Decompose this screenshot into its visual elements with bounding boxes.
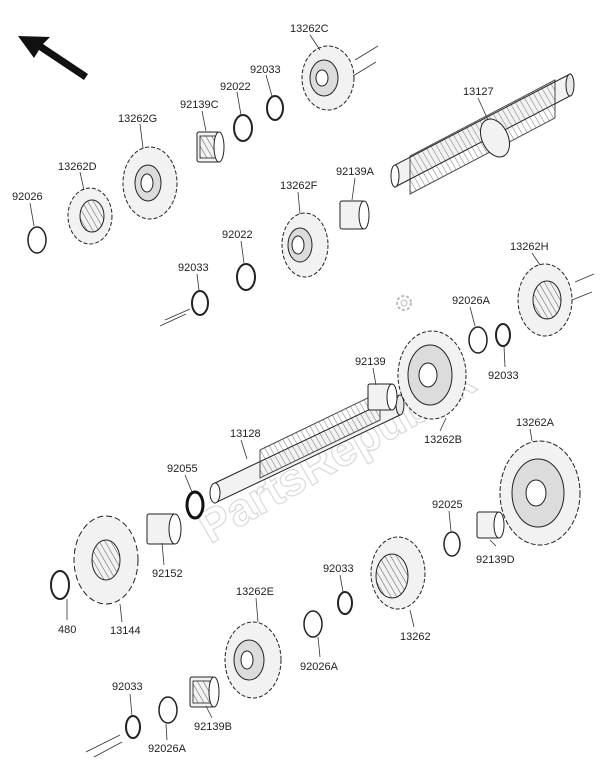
label-92139A: 92139A [336,166,375,178]
washer-92025[interactable] [443,531,461,557]
label-92026A-c: 92026A [148,743,187,755]
sprocket-13144[interactable] [73,515,139,605]
gear-outline-icon [396,295,412,311]
circlip-92033-b[interactable] [191,290,209,316]
label-13262F: 13262F [280,180,318,192]
label-92033-c: 92033 [488,370,519,382]
washer-92022-b[interactable] [236,263,256,291]
bushing-92139A[interactable] [339,200,370,230]
washer-92026A-c[interactable] [158,696,178,724]
label-13128: 13128 [230,428,261,440]
label-13262: 13262 [400,631,431,643]
label-13127: 13127 [463,86,494,98]
front-arrow-icon [18,36,88,80]
oring-92055[interactable] [185,490,205,520]
label-13262A: 13262A [516,417,555,429]
washer-92026[interactable] [27,226,47,254]
label-13262D: 13262D [58,161,97,173]
bushing-92139D[interactable] [476,511,505,539]
gear-13262E[interactable] [224,621,282,699]
label-92022-a: 92022 [220,81,251,93]
bearing-92139C[interactable] [196,131,225,163]
label-92152: 92152 [152,568,183,580]
bushing-92139[interactable] [367,383,398,411]
circlip-92033-e[interactable] [125,715,141,739]
leader-lines [29,34,541,741]
axis-lines [85,45,595,758]
washer-92026A-a[interactable] [468,326,488,354]
circlip-480[interactable] [50,570,70,600]
label-92139B: 92139B [194,721,232,733]
gear-13262F[interactable] [281,212,329,278]
part-labels: 13262C 92033 92022 92139C 13262G 13262D … [12,23,555,755]
gear-13262B[interactable] [397,330,467,420]
shaft-13128[interactable] [209,391,405,504]
gear-13262[interactable] [370,536,426,610]
label-92033-d: 92033 [323,563,354,575]
label-92033-a: 92033 [250,64,281,76]
circlip-92033-a[interactable] [266,95,284,121]
label-92139D: 92139D [476,554,515,566]
label-92025: 92025 [432,499,463,511]
washer-92026A-b[interactable] [303,610,323,638]
label-92055: 92055 [167,463,198,475]
label-92022-b: 92022 [222,229,253,241]
label-92139C: 92139C [180,99,219,111]
circlip-92033-d[interactable] [337,591,353,615]
label-480: 480 [58,624,76,636]
shaft-13127[interactable] [390,73,575,195]
washer-92022-a[interactable] [233,114,253,142]
label-13262G: 13262G [118,113,157,125]
label-92026A-b: 92026A [300,661,339,673]
label-92026: 92026 [12,191,43,203]
gear-13262D[interactable] [67,187,113,245]
collar-92152[interactable] [146,513,182,545]
circlip-92033-c[interactable] [495,323,511,347]
label-92033-e: 92033 [112,681,143,693]
label-92026A-a: 92026A [452,295,491,307]
label-92033-b: 92033 [178,262,209,274]
gear-13262A[interactable] [499,440,581,546]
bearing-92139B[interactable] [189,676,220,708]
label-13144: 13144 [110,625,141,637]
label-13262B: 13262B [424,434,462,446]
gear-13262C[interactable] [301,45,355,111]
label-13262E: 13262E [236,586,274,598]
label-13262H: 13262H [510,241,549,253]
label-13262C: 13262C [290,23,329,35]
gear-13262H[interactable] [517,263,573,337]
gear-13262G[interactable] [122,146,178,220]
label-92139: 92139 [355,356,386,368]
